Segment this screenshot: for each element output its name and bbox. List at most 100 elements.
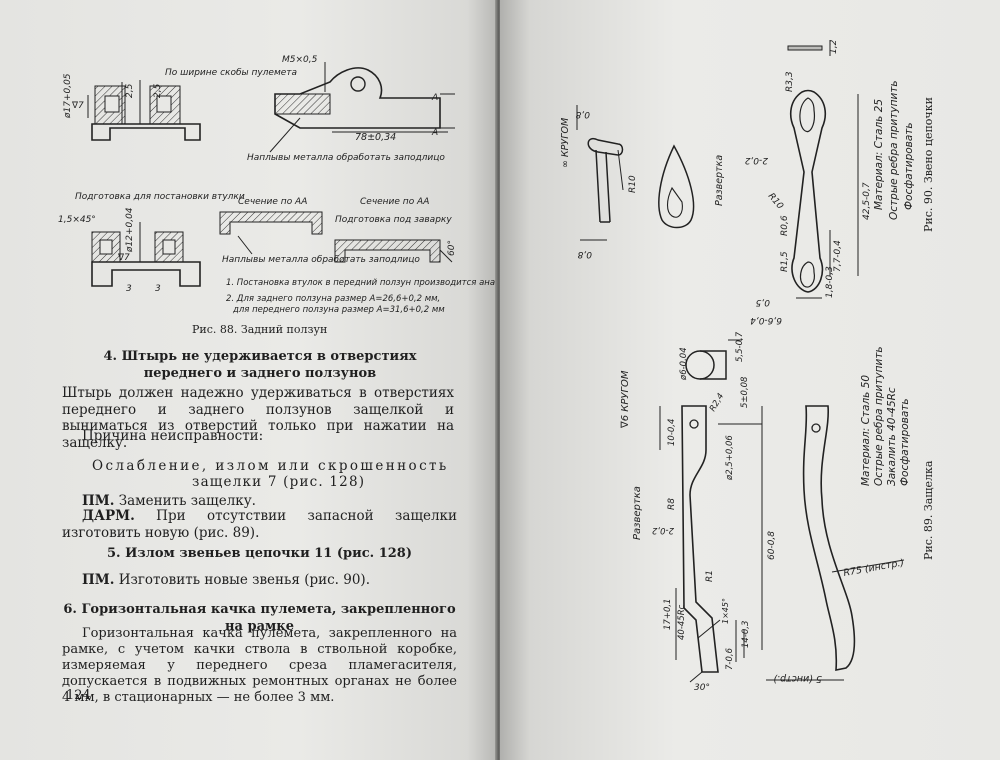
section-4-darm-label: ДАРМ. bbox=[82, 508, 135, 524]
section-4-paragraph: Штырь должен надежно удерживаться в отве… bbox=[62, 385, 454, 451]
fig88-label-d2: ø12+0,04 bbox=[125, 207, 135, 253]
fig88-block-top bbox=[87, 80, 201, 141]
fig88-side-view bbox=[274, 62, 455, 133]
section-4-cause-line2: защелки 7 (рис. 128) bbox=[192, 474, 366, 490]
section-6-paragraph: Горизонтальная качка пулемета, закреплен… bbox=[62, 626, 457, 705]
fig90-label-66: 6,6-0,4 bbox=[750, 315, 782, 325]
fig88-label-78: 78±0,34 bbox=[355, 132, 396, 143]
fig90-label-08b: 0,8 bbox=[577, 249, 592, 259]
fig89-edge: Острые ребра притупить bbox=[873, 346, 885, 486]
fig89-label-d6: ø6-0,04 bbox=[679, 347, 689, 381]
fig88-label-prep-weld: Подготовка под заварку bbox=[335, 215, 452, 225]
section-4-darm: ДАРМ. При отсутствии запасной защелки из… bbox=[62, 508, 457, 541]
fig90-label-len: 42,5-0,7 bbox=[862, 182, 872, 220]
left-page: ø17+0,05 По ширине скобы пулемета 2,5 2,… bbox=[0, 0, 497, 760]
fig90-label-w2: 2-0,2 bbox=[744, 155, 768, 165]
fig88-label-2-5a: 2,5 bbox=[125, 83, 135, 98]
fig89-label-7: 7-0,6 bbox=[725, 647, 735, 670]
fig89-label-17: 17+0,1 bbox=[663, 599, 673, 630]
fig90-material: Материал: Сталь 25 bbox=[873, 98, 885, 210]
fig89-label-30: 30° bbox=[694, 683, 710, 693]
fig89-label-hard1: 40-45Rc bbox=[677, 604, 687, 640]
fig90-edge: Острые ребра притупить bbox=[888, 80, 900, 220]
fig88-weld1-text: Наплывы металла обработать заподлицо bbox=[247, 153, 445, 163]
section-4-cause-label: Причина неисправности: bbox=[82, 428, 264, 444]
figure-89-caption: Рис. 89. Защелка bbox=[922, 460, 935, 560]
fig89-hard: Закалить 40-45Rc bbox=[886, 387, 898, 486]
fig88-label-weld1: Наплывы металла обработать заподлицо bbox=[247, 153, 445, 163]
fig88-label-section-aa2: Сечение по АА bbox=[360, 197, 429, 207]
fig90-chain-link bbox=[789, 89, 859, 299]
fig89-label-14: 14-0,3 bbox=[741, 621, 751, 648]
fig89-label-razvertka: Развертка bbox=[632, 486, 643, 540]
fig88-label-3b: 3 bbox=[155, 284, 161, 294]
fig89-label-2: 2-0,2 bbox=[652, 525, 674, 535]
fig90-label-r10: R10 bbox=[628, 175, 638, 193]
fig88-label-nabla7: ∇7 bbox=[71, 101, 84, 111]
fig89-latch-profile bbox=[659, 405, 763, 683]
fig88-label-across: По ширине скобы пулемета bbox=[165, 68, 297, 78]
book-gutter bbox=[495, 0, 502, 760]
section-5-pm-label: ПМ. bbox=[82, 572, 115, 588]
fig90-phos: Фосфатировать bbox=[903, 122, 915, 210]
section-5-heading: 5. Излом звеньев цепочки 11 (рис. 128) bbox=[107, 546, 412, 561]
fig90-bent-link bbox=[576, 105, 624, 241]
fig89-phos: Фосфатировать bbox=[899, 398, 911, 486]
fig88-label-section-aa1: Сечение по АА bbox=[238, 197, 307, 207]
fig90-label-razvertka: Развертка bbox=[714, 155, 725, 206]
fig88-block-bottom bbox=[91, 222, 201, 287]
fig88-section-aa-2 bbox=[334, 239, 453, 263]
fig89-label-r1: R1 bbox=[705, 570, 715, 582]
fig88-label-thread: М5×0,5 bbox=[282, 55, 318, 65]
fig88-label-3a: 3 bbox=[126, 284, 132, 294]
fig89-label-r24: R2,4 bbox=[708, 392, 726, 414]
section-4-heading: 4. Штырь не удерживается в отверстиях пе… bbox=[103, 349, 417, 381]
fig88-label-d: ø17+0,05 bbox=[63, 73, 73, 119]
section-5-pm: ПМ. Изготовить новые звенья (рис. 90). bbox=[82, 572, 462, 589]
section-4-pm-text: Заменить защелку. bbox=[118, 493, 256, 509]
figure-88-drawing: ø17+0,05 По ширине скобы пулемета 2,5 2,… bbox=[58, 55, 497, 315]
fig90-label-thick: 1,2 bbox=[829, 39, 839, 54]
fig90-label-18: 1,8-0,3 bbox=[825, 266, 835, 298]
figure-90-drawing: ∞ КРУГОМ 0,8 0,8 R10 Развертка 1,2 bbox=[560, 39, 872, 325]
fig88-label-chamfer: 1,5×45° bbox=[58, 215, 96, 225]
fig88-label-nabla7b: ∇7 bbox=[117, 253, 130, 263]
fig89-label-r8: R8 bbox=[667, 498, 677, 510]
section-4-pm-label: ПМ. bbox=[82, 493, 115, 509]
right-page: ∞ КРУГОМ 0,8 0,8 R10 Развертка 1,2 bbox=[500, 0, 1000, 760]
figure-88-caption: Рис. 88. Задний ползун bbox=[192, 323, 328, 336]
fig90-label-r15: R1,5 bbox=[780, 251, 790, 272]
fig88-label-60: 60° bbox=[447, 240, 457, 256]
fig89-pin bbox=[685, 339, 742, 380]
fig90-leaf bbox=[658, 144, 695, 229]
fig88-note2b: для переднего ползуна размер А=31,6+0,2 … bbox=[232, 305, 445, 315]
fig90-label-krugom: ∞ КРУГОМ bbox=[560, 118, 571, 168]
figure-90-caption: Рис. 90. Звено цепочки bbox=[922, 97, 935, 232]
fig89-label-krugom: ∇6 КРУГОМ bbox=[620, 370, 631, 429]
fig90-label-r06: R0,6 bbox=[780, 215, 790, 236]
fig89-label-55: 5,5-0,7 bbox=[735, 331, 745, 362]
fig90-label-r33: R3,3 bbox=[785, 71, 795, 92]
fig90-label-05: 0,5 bbox=[755, 297, 770, 307]
fig89-label-60: 60-0,8 bbox=[767, 531, 777, 560]
fig90-strip bbox=[787, 45, 823, 51]
fig89-label-instr2: 5 (инстр.) bbox=[773, 673, 822, 684]
section-4-darm-text: При отсутствии запасной защелки изготови… bbox=[62, 508, 457, 541]
fig89-label-chamfer: 1×45° bbox=[721, 598, 730, 624]
section-6-heading: 6. Горизонтальная качка пулемета, закреп… bbox=[63, 602, 456, 634]
fig88-label-a2: А bbox=[431, 128, 438, 138]
section-4-cause-line1: Ослабление, излом или скрошенность bbox=[92, 458, 449, 474]
fig88-label-prep-bush: Подготовка для постановки втулки bbox=[75, 192, 245, 202]
fig89-label-5: 5±0,08 bbox=[740, 376, 750, 408]
section-4-pm: ПМ. Заменить защелку. bbox=[82, 493, 462, 510]
section-5-pm-text: Изготовить новые звенья (рис. 90). bbox=[118, 572, 370, 588]
fig88-note1: 1. Постановка втулок в передний ползун п… bbox=[226, 278, 497, 288]
fig90-label-08a: 0,8 bbox=[575, 109, 590, 119]
fig89-material: Материал: Сталь 50 bbox=[860, 374, 872, 486]
fig88-label-a1: А bbox=[431, 93, 438, 103]
fig90-label-77: 7,7-0,4 bbox=[833, 240, 843, 272]
fig88-label-weld2: Наплывы металла обработать заподлицо bbox=[222, 255, 420, 265]
fig89-label-10: 10-0,4 bbox=[667, 419, 677, 446]
fig89-label-25: ø2,5+0,06 bbox=[725, 435, 735, 481]
